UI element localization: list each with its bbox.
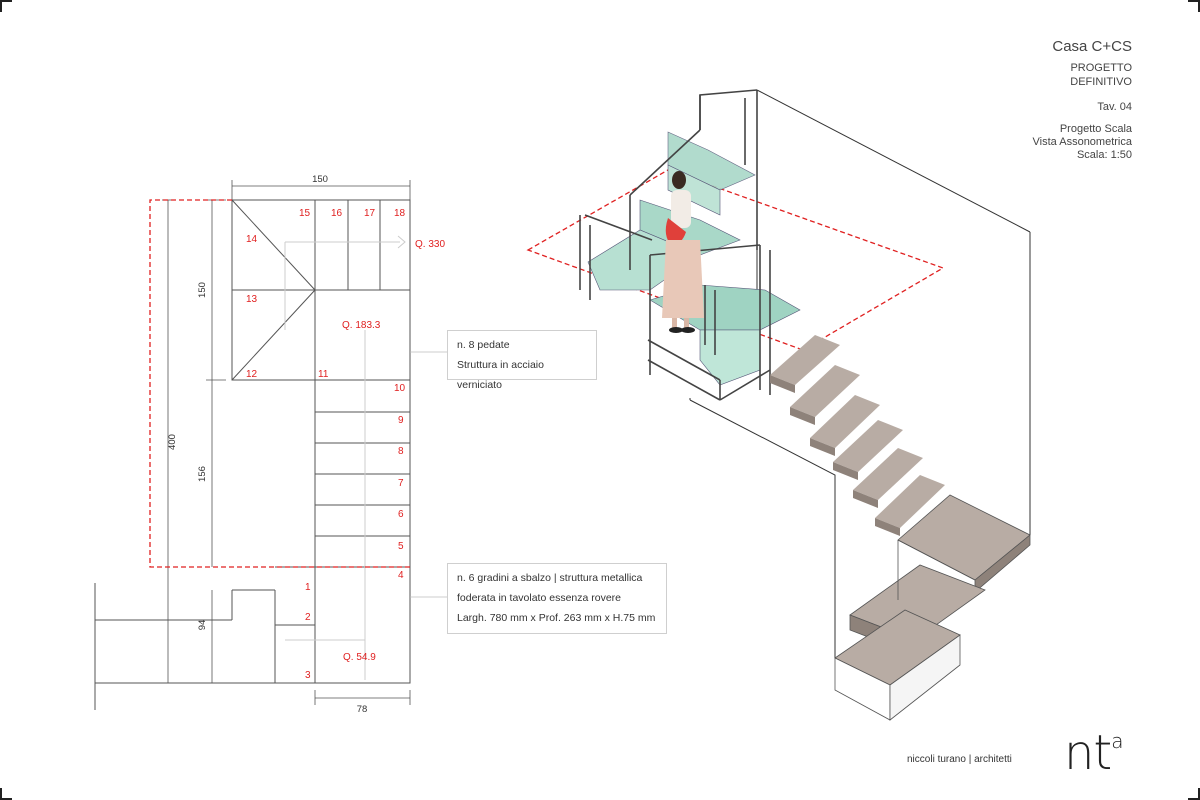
dim-total: 400 [167, 434, 178, 450]
dim-upper-vertical: 150 [197, 282, 208, 298]
logo-sup: a [1111, 729, 1123, 753]
step-number: 18 [394, 208, 406, 219]
step-number: 8 [398, 446, 404, 457]
sheet-number: Tav. 04 [1097, 101, 1132, 113]
step-number: 3 [305, 670, 311, 681]
plan-view [94, 199, 411, 710]
note-leaders [410, 351, 447, 598]
oak-step [853, 448, 923, 508]
step-number: 10 [394, 383, 406, 394]
studio-name: niccoli turano | architetti [907, 754, 1012, 765]
note-lower-line-2: foderata in tavolato essenza rovere [457, 592, 622, 604]
subject-line-2: Vista Assonometrica [1032, 136, 1132, 148]
crop-mark-top-left [0, 0, 12, 12]
step-number: 2 [305, 612, 311, 623]
phase-line-2: DEFINITIVO [1070, 76, 1132, 88]
step-number: 14 [246, 234, 258, 245]
oak-step [833, 420, 903, 480]
step-number: 11 [318, 369, 329, 380]
crop-mark-top-right [1188, 0, 1200, 12]
crop-mark-bottom-left [0, 788, 12, 800]
title-block: Casa C+CS PROGETTO DEFINITIVO Tav. 04 Pr… [1033, 38, 1132, 162]
subject-line-1: Progetto Scala [1059, 123, 1132, 135]
upper-floor-outline [149, 199, 410, 568]
dim-bottom: 78 [357, 704, 368, 715]
level-landing: Q. 183.3 [342, 320, 381, 331]
step-number: 4 [398, 570, 404, 581]
dim-lower: 94 [197, 620, 208, 631]
project-name: Casa C+CS [1052, 38, 1132, 55]
dim-middle: 156 [197, 466, 208, 482]
scale-label: Scala: 1:50 [1076, 149, 1132, 161]
oak-steps [770, 335, 945, 536]
oak-landing [834, 494, 1031, 721]
step-number: 7 [398, 478, 404, 489]
note-upper-flight: n. 8 pedate Struttura in acciaio vernici… [447, 330, 597, 391]
step-number: 15 [299, 208, 311, 219]
step-number: 6 [398, 509, 404, 520]
step-number: 13 [246, 294, 258, 305]
steel-frame [579, 89, 771, 401]
person-figure [662, 171, 704, 333]
oak-step [790, 365, 860, 425]
oak-step [810, 395, 880, 456]
note-lower-flight: n. 6 gradini a sbalzo | struttura metall… [447, 563, 667, 634]
level-top: Q. 330 [415, 239, 445, 250]
logo-main: nt [1064, 725, 1112, 781]
step-number: 9 [398, 415, 404, 426]
axonometric-view [526, 89, 1031, 721]
note-lower-line-1: n. 6 gradini a sbalzo | struttura metall… [457, 572, 643, 584]
step-number: 17 [364, 208, 376, 219]
step-number: 12 [246, 369, 258, 380]
phase-line-1: PROGETTO [1070, 62, 1132, 74]
plan-dimensions [162, 180, 411, 705]
oak-step [875, 475, 945, 536]
note-lower-line-3: Largh. 780 mm x Prof. 263 mm x H.75 mm [457, 612, 656, 624]
step-number: 16 [331, 208, 343, 219]
note-upper-line-1: n. 8 pedate [457, 339, 510, 351]
step-numbers: 1 2 3 4 5 6 7 8 9 10 11 12 13 14 15 16 1… [246, 208, 406, 681]
dim-top: 150 [312, 174, 328, 185]
step-number: 1 [305, 582, 311, 593]
level-base: Q. 54.9 [343, 652, 376, 663]
oak-step [770, 335, 840, 393]
crop-mark-bottom-right [1188, 788, 1200, 800]
note-upper-line-2: Struttura in acciaio verniciato [457, 359, 544, 391]
step-number: 5 [398, 541, 404, 552]
studio-logo: nta [1064, 725, 1124, 781]
